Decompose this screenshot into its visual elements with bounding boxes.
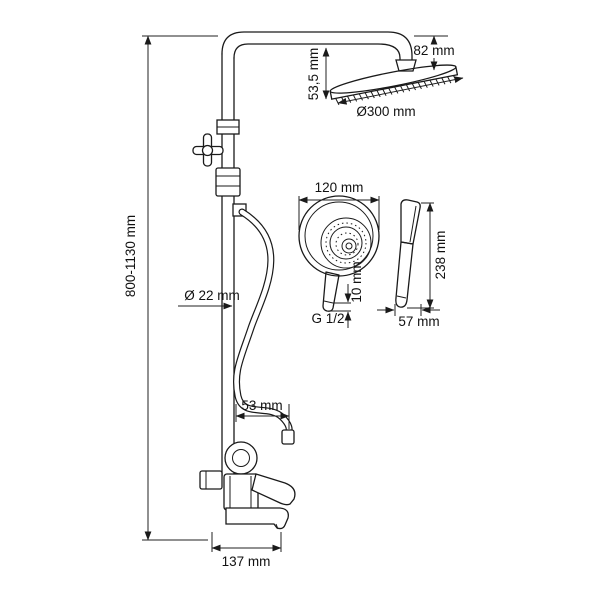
height-range-label: 800-1130 mm	[123, 215, 138, 297]
shower-hose	[232, 208, 295, 445]
valve-escutcheon	[224, 441, 258, 475]
dim-handle-width: 10 mm	[326, 261, 364, 328]
hose-fill	[234, 209, 292, 435]
cross-handle-hub	[201, 144, 214, 157]
handshower-face-outer	[298, 195, 380, 277]
spout-length-label: 137 mm	[222, 554, 271, 569]
spray-dots-2	[335, 232, 359, 256]
spray-center	[345, 242, 353, 250]
handshower-blade-side	[400, 199, 421, 245]
dim-spout-length: 137 mm	[211, 532, 282, 569]
hose-fitting	[281, 429, 295, 445]
mixer-valve	[199, 441, 296, 530]
dim-handshower-depth: 57 mm	[377, 304, 440, 329]
dim-holder-offset: 53 mm	[235, 398, 290, 429]
handshower-handle-front	[322, 271, 340, 312]
valve-body	[223, 473, 259, 511]
handshower-width-label: 120 mm	[315, 180, 364, 195]
handshower-depth-label: 57 mm	[398, 314, 439, 329]
dim-pipe-diameter: Ø 22 mm	[178, 288, 240, 310]
head-left-rim	[329, 90, 333, 100]
head-right-rim	[455, 66, 459, 76]
bath-spout	[225, 507, 289, 530]
spray-ring-3	[341, 238, 357, 254]
spray-ring-2	[329, 226, 363, 260]
handshower-handle-side	[395, 241, 414, 308]
spray-ring-1	[320, 217, 372, 269]
handshower-length-label: 238 mm	[433, 231, 448, 280]
hand-shower-front-view	[298, 195, 380, 312]
handshower-face-ring	[304, 201, 374, 271]
dim-handshower-length: 238 mm	[407, 202, 448, 309]
handle-nut-line	[323, 300, 334, 304]
pipe-top-bend-outer	[221, 31, 413, 63]
spout-tip-line	[275, 523, 279, 530]
hand-shower-side-view	[395, 199, 421, 308]
dim-height-range: 800-1130 mm	[123, 35, 218, 541]
holder-offset-label: 53 mm	[241, 398, 282, 413]
dim-head-edge: 53,5 mm	[306, 47, 330, 101]
pipe-top-bend-inner	[233, 43, 401, 63]
thread-size-label: G 1/2	[311, 311, 344, 326]
handle-width-label: 10 mm	[349, 261, 364, 302]
pipe-diameter-label: Ø 22 mm	[184, 288, 240, 303]
head-diameter-label: Ø300 mm	[356, 104, 415, 119]
dim-line	[337, 76, 464, 105]
spray-hatch	[335, 75, 458, 106]
valve-lever-handle	[251, 473, 296, 506]
dim-handshower-width: 120 mm	[298, 180, 380, 230]
adjust-collar	[215, 167, 241, 197]
head-offset-label: 82 mm	[413, 43, 454, 58]
spray-dots-1	[325, 222, 367, 264]
valve-escutcheon-inner	[232, 449, 250, 467]
handle-side-nut-line	[396, 295, 407, 299]
dim-head-offset: 82 mm	[413, 35, 455, 71]
dim-head-diameter: Ø300 mm	[337, 76, 464, 119]
diverter-cross-handle	[192, 133, 224, 167]
head-edge-label: 53,5 mm	[306, 48, 321, 101]
wall-union	[199, 470, 223, 490]
blade-inner-line	[409, 205, 417, 243]
